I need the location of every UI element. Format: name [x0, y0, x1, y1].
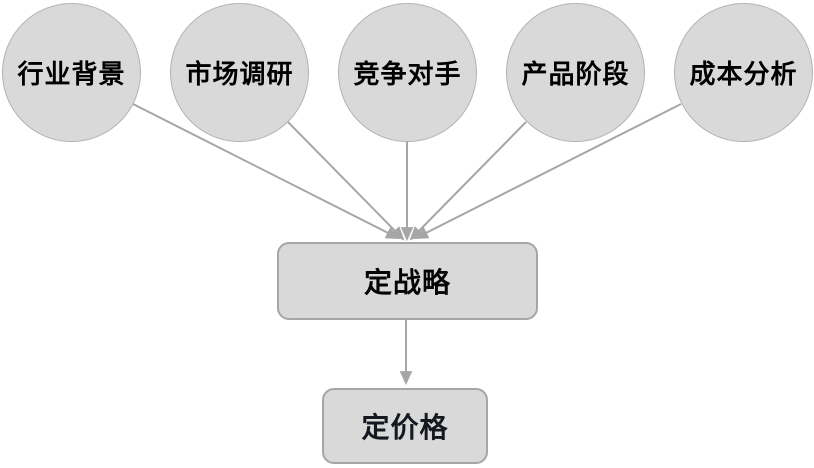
node-cost-analysis-label: 成本分析	[689, 59, 798, 89]
node-set-strategy-label: 定战略	[363, 267, 451, 298]
edge-market-research-to-set-strategy	[287, 121, 405, 241]
node-set-strategy: 定战略	[277, 242, 538, 320]
node-set-price: 定价格	[322, 388, 488, 464]
node-set-price-label: 定价格	[361, 412, 449, 443]
node-competitors: 竞争对手	[338, 3, 477, 142]
node-product-stage-label: 产品阶段	[521, 59, 630, 89]
edge-product-stage-to-set-strategy	[409, 121, 527, 241]
node-market-research-label: 市场调研	[185, 59, 294, 89]
node-cost-analysis: 成本分析	[674, 3, 813, 142]
node-competitors-label: 竞争对手	[353, 59, 462, 89]
node-industry-background: 行业背景	[2, 3, 141, 142]
node-product-stage: 产品阶段	[506, 3, 645, 142]
node-industry-background-label: 行业背景	[17, 59, 126, 89]
node-market-research: 市场调研	[170, 3, 309, 142]
